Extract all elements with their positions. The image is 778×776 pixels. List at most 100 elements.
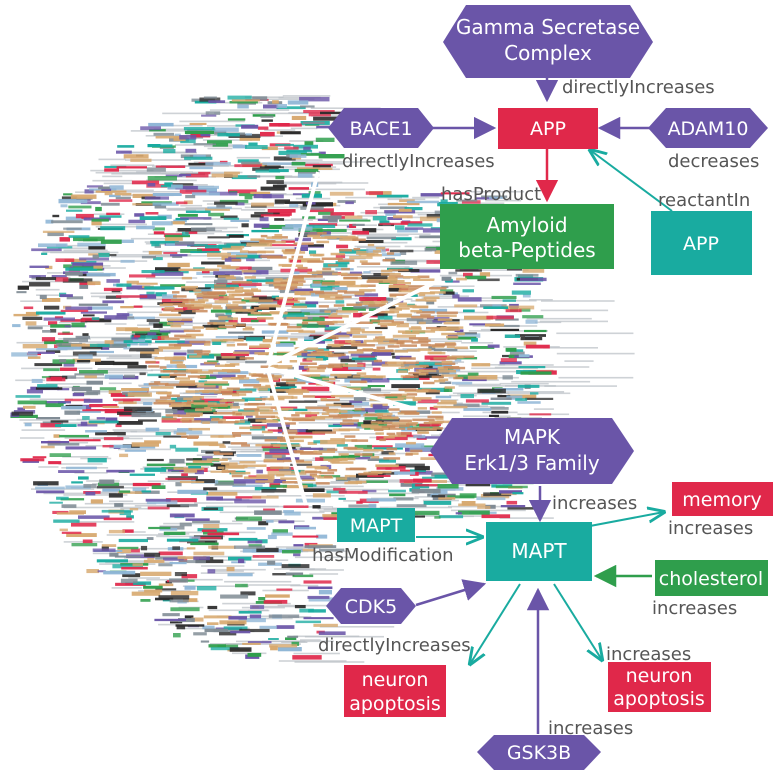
network-node-mark [267,560,276,565]
network-edge-mark [356,246,386,248]
network-core-mark [350,321,373,324]
mapk-node[interactable] [430,418,634,484]
network-edge-mark [240,450,265,453]
app-center-node[interactable] [498,108,598,149]
network-core-mark [369,394,394,397]
network-edge-mark [21,429,66,431]
network-edge-mark [121,560,148,562]
network-node-mark [268,614,300,618]
app-reactant-node[interactable] [651,211,752,275]
network-core-mark [317,366,327,370]
network-core-mark [226,387,240,390]
mapt-center-node[interactable] [486,522,592,581]
network-node-mark [515,398,528,402]
gamma-secretase-node[interactable] [443,5,653,78]
network-node-mark [375,326,388,330]
network-core-mark [266,236,283,239]
network-node-mark [241,124,259,129]
network-core-mark [202,421,210,424]
network-node-mark [429,406,438,410]
network-node-mark [414,466,430,471]
network-node-mark [262,162,294,165]
network-node-mark [275,143,294,146]
network-node-mark [115,196,131,200]
gsk3b-node[interactable] [477,735,601,770]
network-node-mark [129,508,139,511]
network-edge-mark [458,385,523,387]
mapt-mod-node[interactable] [337,508,415,542]
network-core-mark [332,353,346,356]
network-core-mark [300,452,323,455]
bace1-node[interactable] [328,108,434,148]
neuron-apoptosis-left-node[interactable] [344,665,446,717]
memory-node[interactable] [672,482,773,516]
network-node-mark [118,401,137,405]
network-node-mark [495,318,519,321]
network-core-mark [264,439,287,442]
network-node-mark [411,488,441,494]
network-core-mark [170,324,182,328]
network-node-mark [256,474,275,479]
network-edge-mark [499,517,554,519]
network-node-mark [252,167,279,171]
network-node-mark [320,111,345,115]
network-node-mark [98,186,110,190]
network-core-mark [290,280,306,283]
network-edge-mark [63,506,142,509]
network-node-mark [234,350,265,355]
amyloid-node[interactable] [440,204,614,269]
neuron-apoptosis-right-node[interactable] [608,662,711,712]
network-node-mark [181,473,188,476]
network-node-mark [393,401,416,406]
network-node-mark [255,169,281,173]
network-core-mark [332,320,344,324]
network-node-mark [36,311,66,315]
network-node-mark [80,311,107,314]
cholesterol-node[interactable] [655,560,768,596]
network-node-mark [522,269,545,273]
network-node-mark [84,198,91,201]
network-node-mark [256,547,279,553]
network-node-mark [229,101,258,104]
network-edge-mark [276,182,337,185]
network-node-mark [461,200,481,204]
network-core-mark [192,396,204,399]
adam10-node[interactable] [648,108,768,148]
network-node-mark [272,100,279,104]
network-node-mark [148,526,171,530]
network-node-mark [372,352,392,356]
network-edge-mark [317,224,377,226]
network-node-mark [104,374,123,379]
network-node-mark [483,492,512,497]
network-core-mark [218,388,233,392]
network-node-mark [140,571,172,576]
network-node-mark [174,572,187,577]
network-node-mark [166,364,185,368]
network-node-mark [227,118,246,121]
network-node-mark [425,246,451,251]
network-node-mark [256,469,263,474]
network-node-mark [231,99,260,102]
network-node-mark [124,449,146,452]
network-edge-mark [84,189,154,192]
amyloid-label-2: beta-Peptides [458,238,595,262]
network-node-mark [130,335,158,340]
network-node-mark [420,457,437,460]
network-core-mark [169,404,182,408]
network-node-mark [155,340,185,343]
network-core-mark [353,248,361,251]
cdk5-node[interactable] [326,588,416,624]
network-node-mark [185,231,198,234]
network-edge-mark [150,381,195,383]
network-node-mark [353,397,367,402]
network-node-mark [240,591,256,596]
network-edge-mark [273,474,316,476]
network-node-mark [266,423,290,427]
network-node-mark [143,402,153,406]
network-core-mark [274,286,298,289]
network-node-mark [302,317,325,322]
network-node-mark [529,413,552,416]
network-core-mark [343,446,358,450]
network-core-mark [405,453,413,456]
network-node-mark [319,456,347,461]
